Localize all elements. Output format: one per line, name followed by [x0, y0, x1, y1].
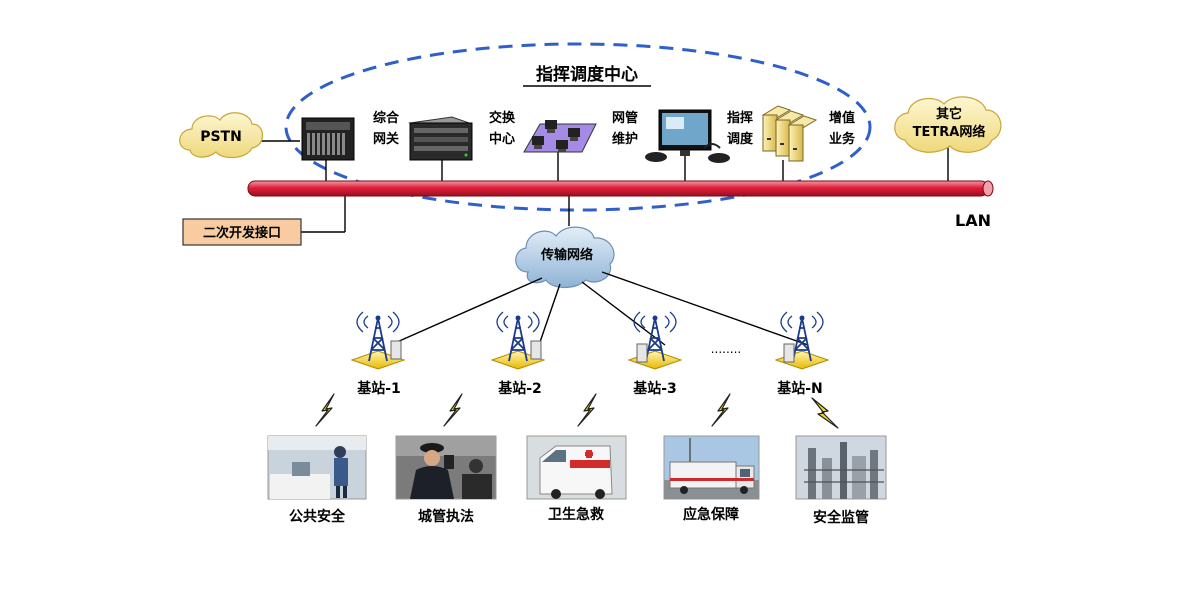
vas-label-1: 增值	[829, 110, 855, 126]
dispatch-console-icon	[645, 109, 730, 163]
nms-label-2: 维护	[612, 131, 638, 147]
server-cluster-icon	[761, 105, 818, 162]
base-station-2	[490, 311, 546, 370]
switch-label-1: 交换	[489, 110, 516, 126]
base-station-2-label: 基站-2	[498, 380, 542, 397]
transport-network-cloud	[515, 226, 615, 289]
secondary-interface-box	[182, 218, 302, 246]
application-label-emergency-support: 应急保障	[683, 506, 739, 523]
base-station-3-label: 基站-3	[633, 380, 677, 397]
application-label-safety-supervision: 安全监管	[813, 509, 869, 526]
network-platform-icon	[523, 120, 597, 153]
lightning-icon	[443, 393, 463, 427]
base-station-n-label: 基站-N	[777, 380, 823, 397]
lightning-icon	[711, 393, 731, 427]
server-icon	[408, 116, 473, 161]
application-label-city-management: 城管执法	[418, 508, 474, 525]
application-label-first-aid: 卫生急救	[548, 506, 605, 523]
gateway-label-1: 综合	[373, 110, 400, 126]
other-tetra-line2: TETRA网络	[913, 124, 986, 140]
police-photo	[267, 435, 367, 500]
industrial-plant-photo	[795, 435, 887, 500]
command-center-boundary	[284, 42, 872, 212]
emergency-truck-photo	[663, 435, 760, 500]
nms-label-1: 网管	[612, 110, 638, 126]
officer-photo	[395, 435, 497, 500]
lightning-icon	[315, 393, 335, 427]
vas-label-2: 业务	[829, 131, 856, 147]
secondary-interface-label: 二次开发接口	[203, 225, 281, 241]
lan-label: LAN	[955, 211, 991, 230]
wireless-link-icons	[315, 393, 839, 429]
lightning-icon	[577, 393, 597, 427]
base-station-1	[350, 311, 406, 370]
base-station-1-label: 基站-1	[357, 380, 401, 397]
switch-label-2: 中心	[489, 131, 515, 147]
other-tetra-cloud	[894, 96, 1002, 153]
command-center-title: 指挥调度中心	[536, 64, 638, 85]
application-label-public-safety: 公共安全	[289, 508, 346, 525]
other-tetra-line1: 其它	[936, 106, 962, 122]
device-connectors	[256, 140, 949, 233]
lan-bus	[247, 180, 994, 197]
transport-network-label: 传输网络	[540, 247, 593, 263]
backhaul-links	[396, 271, 809, 346]
base-station-3	[627, 311, 683, 370]
base-station-n	[774, 311, 830, 370]
gateway-rack-icon	[301, 117, 355, 161]
gateway-label-2: 网关	[373, 131, 399, 147]
pstn-label: PSTN	[200, 129, 242, 145]
lightning-icon	[811, 397, 839, 429]
ellipsis: ........	[711, 342, 742, 356]
ambulance-photo	[526, 435, 627, 500]
dispatch-label-1: 指挥	[727, 110, 753, 126]
dispatch-label-2: 调度	[727, 131, 754, 147]
pstn-cloud	[179, 112, 264, 159]
